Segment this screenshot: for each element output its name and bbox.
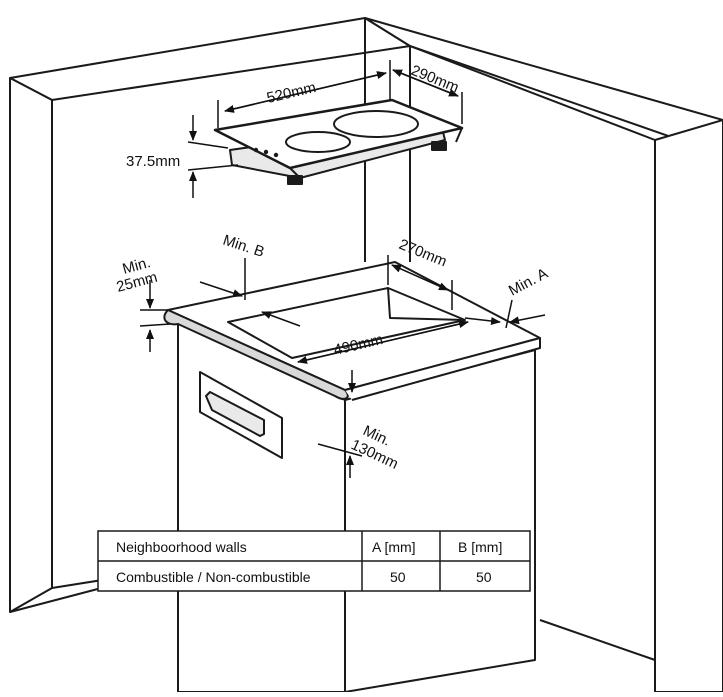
min-b-label: Min. B (221, 232, 267, 261)
table-header-walls: Neighboorhood walls (116, 539, 247, 555)
hob-height-label: 37.5mm (126, 153, 180, 170)
right-wall-top (364, 17, 723, 156)
cabinet-side (344, 349, 536, 693)
min-a-label: Min. A (506, 265, 551, 300)
right-wall-face (654, 119, 723, 693)
hob-width-label: 520mm (265, 79, 318, 107)
table-cell-b-value: 50 (476, 569, 492, 585)
table-header-a: A [mm] (372, 539, 416, 555)
cabinet (163, 261, 541, 693)
dimension-lines (139, 60, 546, 478)
table-cell-a-value: 50 (390, 569, 406, 585)
table-header-b: B [mm] (458, 539, 502, 555)
cutout-depth-label: 270mm (397, 236, 450, 271)
corner-walls (9, 17, 723, 693)
min-front-label-1: Min. (121, 254, 153, 278)
countertop-edge (163, 309, 349, 400)
control-knobs-icon (253, 147, 279, 158)
table-cell-walls-type: Combustible / Non-combustible (116, 569, 311, 585)
hob-depth-label: 290mm (409, 62, 462, 97)
clearance-table: Neighboorhood walls A [mm] B [mm] Combus… (97, 530, 531, 592)
hob (213, 98, 464, 185)
burner-large (333, 110, 419, 138)
drawer-handle (205, 391, 265, 437)
min-front-label-2: 25mm (115, 269, 160, 296)
left-wall-face (9, 77, 53, 613)
left-wall-inner (51, 100, 179, 589)
left-wall-top (9, 17, 411, 101)
burner-small (285, 131, 351, 153)
